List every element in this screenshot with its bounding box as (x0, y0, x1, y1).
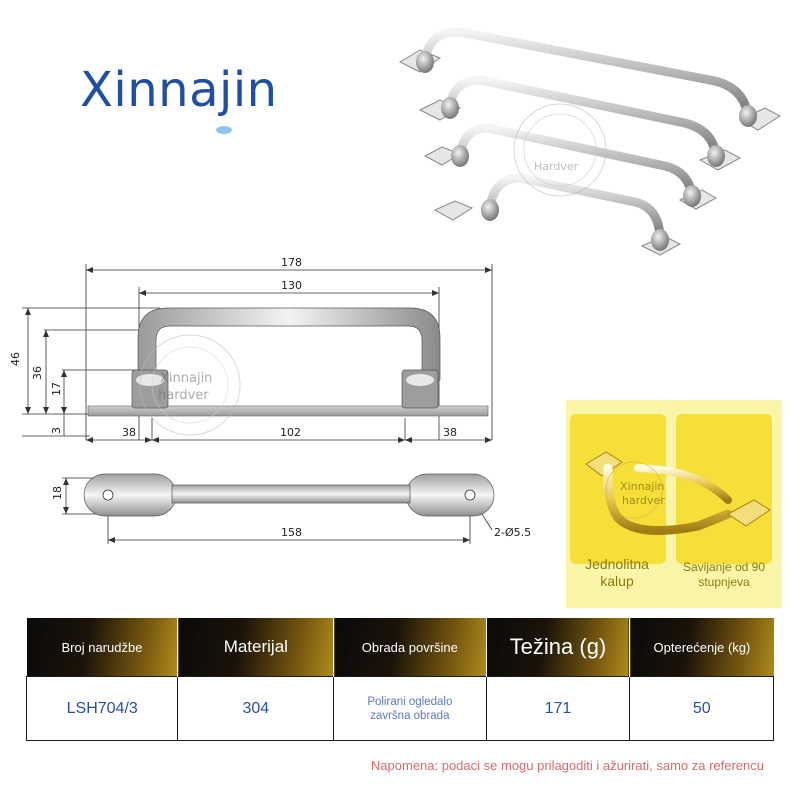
brand-accent-dot (216, 126, 232, 134)
detail-inset: Xinnajin hardver Jednolitna kalup Savija… (566, 400, 782, 608)
header-surface-finish: Obrada površine (333, 618, 486, 677)
dim-hole-spacing: 158 (281, 526, 302, 539)
product-handle-3 (423, 123, 718, 210)
header-weight: Težina (g) (485, 618, 630, 677)
dim-right-segment: 38 (443, 426, 457, 439)
header-order-number: Broj narudžbe (26, 618, 178, 677)
dim-plate-thickness: 3 (50, 427, 63, 434)
dim-height-2: 36 (31, 366, 44, 380)
dim-width: 18 (51, 486, 64, 500)
side-view-handle (87, 307, 489, 417)
detail-caption-left: Jednolitna kalup (585, 556, 649, 589)
spec-table-header-row: Broj narudžbe Materijal Obrada površine … (26, 618, 774, 677)
detail-watermark-line1: Xinnajin (620, 480, 664, 493)
dim-hole-spec: 2-Ø5.5 (494, 526, 531, 539)
photo-watermark-text: Hardver (534, 160, 579, 173)
cell-surface-finish: Polirani ogledalo završna obrada (333, 676, 487, 741)
header-load: Opterećenje (kg) (629, 618, 774, 677)
product-handle-1 (398, 27, 781, 131)
plan-view-handle (83, 473, 495, 517)
cell-surface-finish-text: Polirani ogledalo završna obrada (367, 695, 453, 722)
dim-left-segment: 38 (122, 426, 136, 439)
cell-load: 50 (629, 676, 774, 741)
spec-table-row: LSH704/3 304 Polirani ogledalo završna o… (25, 676, 774, 741)
detail-watermark-line2: hardver (622, 494, 665, 507)
dim-foot-height: 17 (50, 382, 63, 396)
product-handle-2 (418, 75, 742, 171)
drawing-watermark: Xinnajin hardver (139, 334, 241, 436)
header-material: Materijal (177, 618, 334, 677)
dim-middle-segment: 102 (280, 426, 301, 439)
cell-material: 304 (177, 676, 335, 741)
technical-drawing: 178 130 46 36 17 3 38 102 38 18 158 2-Ø5… (9, 256, 531, 544)
product-handle-4 (433, 173, 682, 256)
dim-height: 46 (9, 352, 22, 366)
detail-handle-image: Xinnajin hardver (585, 451, 771, 535)
cell-order-number: LSH704/3 (25, 676, 179, 741)
detail-panel-right (676, 414, 772, 564)
footnote: Napomena: podaci se mogu prilagoditi i a… (370, 758, 764, 773)
drawing-watermark-line1: Xinnajin (160, 371, 212, 386)
dim-inner-length: 130 (281, 279, 302, 292)
product-photo: Hardver (398, 27, 781, 256)
drawing-watermark-line2: hardver (158, 388, 209, 403)
detail-caption-right: Savijanje od 90 stupnjeva (682, 560, 766, 589)
brand-logo-text: Xinnajin (80, 62, 278, 118)
detail-panel-left (570, 414, 666, 564)
cell-weight: 171 (485, 676, 631, 741)
dim-total-length: 178 (281, 256, 302, 269)
photo-watermark: Hardver (513, 103, 607, 197)
spec-table: Broj narudžbe Materijal Obrada površine … (25, 618, 774, 741)
